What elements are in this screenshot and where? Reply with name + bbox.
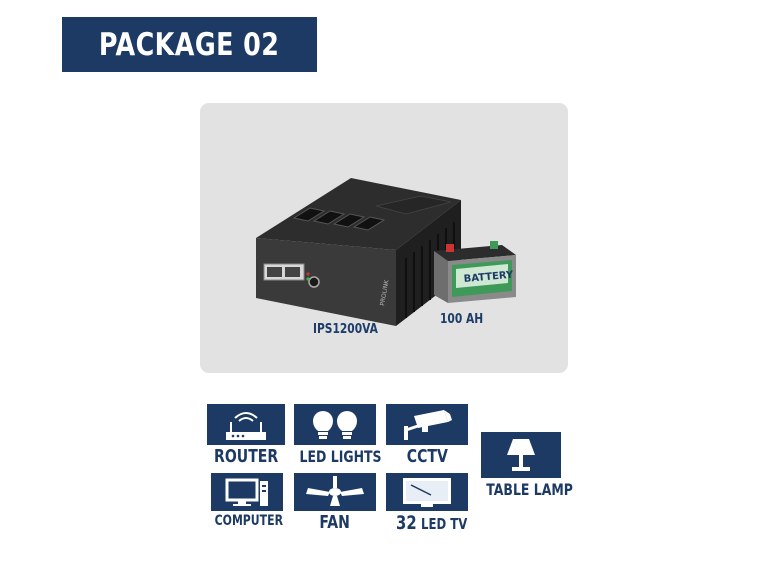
fan-tile — [294, 473, 376, 511]
led-tv-size: 32 — [396, 512, 417, 534]
fan-label: FAN — [319, 512, 351, 533]
package-title: PACKAGE 02 — [99, 26, 280, 63]
cctv-camera-icon — [404, 409, 452, 440]
led-tv-icon — [403, 478, 451, 507]
router-tile — [207, 404, 285, 445]
computer-icon — [225, 478, 268, 506]
led-lights-tile — [294, 404, 376, 445]
inverter-front-face — [256, 238, 396, 326]
router-icon — [226, 411, 266, 440]
cctv-label: CCTV — [406, 446, 448, 467]
battery-caption: 100 AH — [440, 312, 484, 327]
inverter-sockets — [292, 207, 386, 231]
computer-label: COMPUTER — [214, 513, 284, 529]
package-title-banner: PACKAGE 02 — [62, 17, 317, 72]
table-lamp-icon — [507, 439, 535, 471]
led-lights-label: LED LIGHTS — [299, 447, 382, 466]
led-bulbs-icon — [313, 410, 357, 439]
battery-image: BATTERY — [434, 241, 516, 303]
battery-terminal-positive — [446, 244, 454, 252]
table-lamp-label: TABLE LAMP — [486, 480, 573, 499]
inverter-power-button — [308, 276, 320, 288]
router-label: ROUTER — [214, 446, 279, 467]
table-lamp-tile — [481, 432, 561, 478]
cctv-tile — [386, 404, 468, 445]
battery-text: BATTERY — [463, 270, 514, 285]
inverter-image: PROLINK — [256, 178, 461, 326]
inverter-side-face — [396, 200, 461, 326]
inverter-caption: IPS1200VA — [313, 322, 378, 337]
led-tv-label: 32 LED TV — [386, 512, 468, 534]
led-tv-text: LED TV — [421, 515, 468, 533]
battery-terminal-negative — [490, 241, 498, 249]
led-tv-tile — [386, 473, 468, 511]
ceiling-fan-icon — [306, 476, 364, 506]
inverter-top-face — [256, 178, 461, 250]
computer-tile — [211, 473, 283, 511]
inverter-brand-label: PROLINK — [379, 278, 391, 306]
product-image-panel: PROLINK BATTERY IPS1200VA 100 AH — [200, 103, 568, 373]
